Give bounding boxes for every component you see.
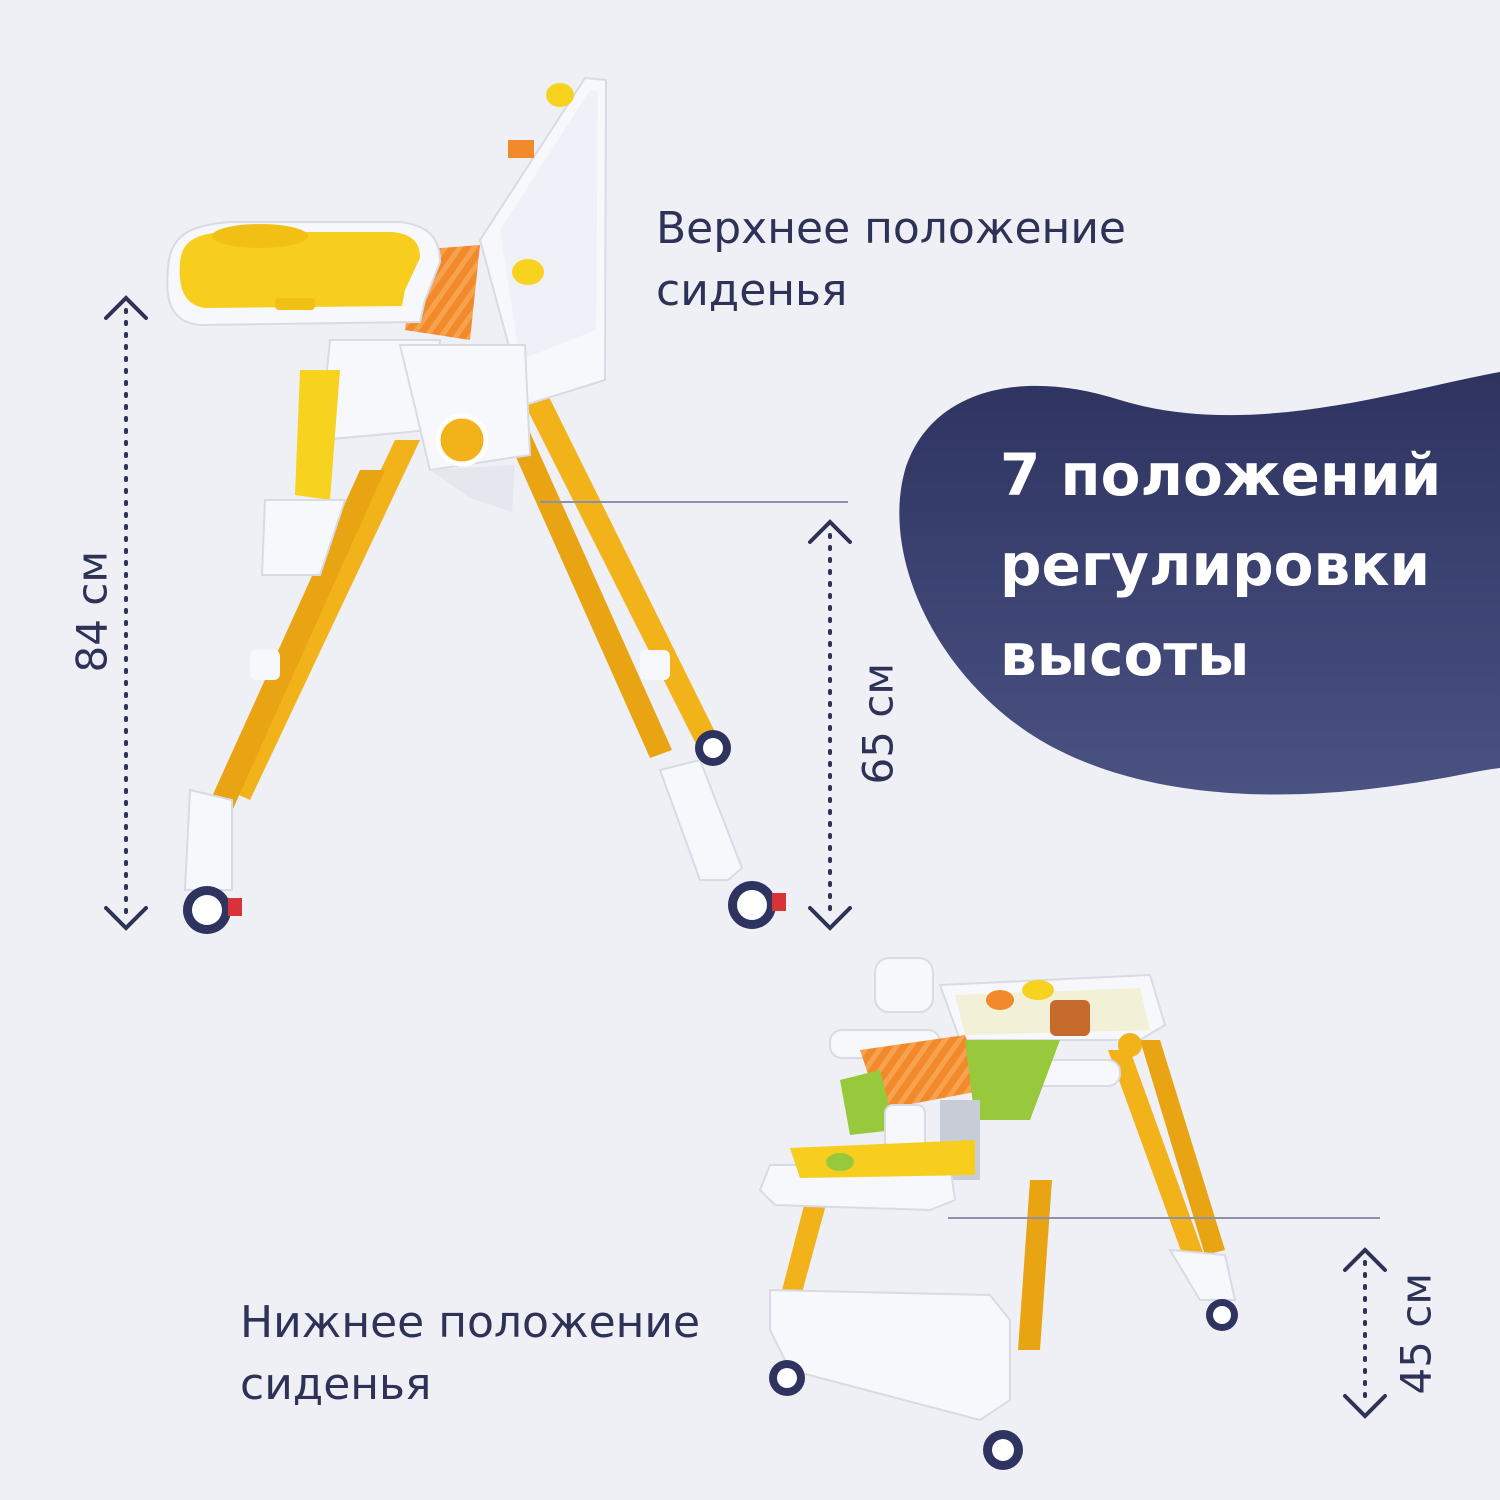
caption-bottom-line-2: сиденья <box>240 1359 432 1410</box>
badge-line-3: высоты <box>1000 621 1250 689</box>
high-chair-top <box>166 76 786 934</box>
badge-blob <box>899 372 1500 795</box>
dimension-label-seat-low: 45 см <box>1391 1272 1441 1395</box>
dimension-label-total-height: 84 см <box>67 550 117 673</box>
high-chair-bottom <box>758 957 1238 1470</box>
badge-heading: 7 положений регулировки высоты <box>1000 430 1441 700</box>
dimension-arrow-65 <box>808 519 852 931</box>
caption-bottom-position: Нижнее положение сиденья <box>240 1292 700 1416</box>
dimension-arrow-84 <box>104 295 148 931</box>
caption-top-position: Верхнее положение сиденья <box>656 198 1126 322</box>
badge-line-1: 7 положений <box>1000 441 1442 509</box>
dimension-label-seat-high: 65 см <box>853 662 903 785</box>
caption-top-line-1: Верхнее положение <box>656 203 1126 254</box>
caption-bottom-line-1: Нижнее положение <box>240 1297 701 1348</box>
badge-line-2: регулировки <box>1000 531 1431 599</box>
caption-top-line-2: сиденья <box>656 265 848 316</box>
dimension-arrow-45 <box>1343 1247 1387 1419</box>
